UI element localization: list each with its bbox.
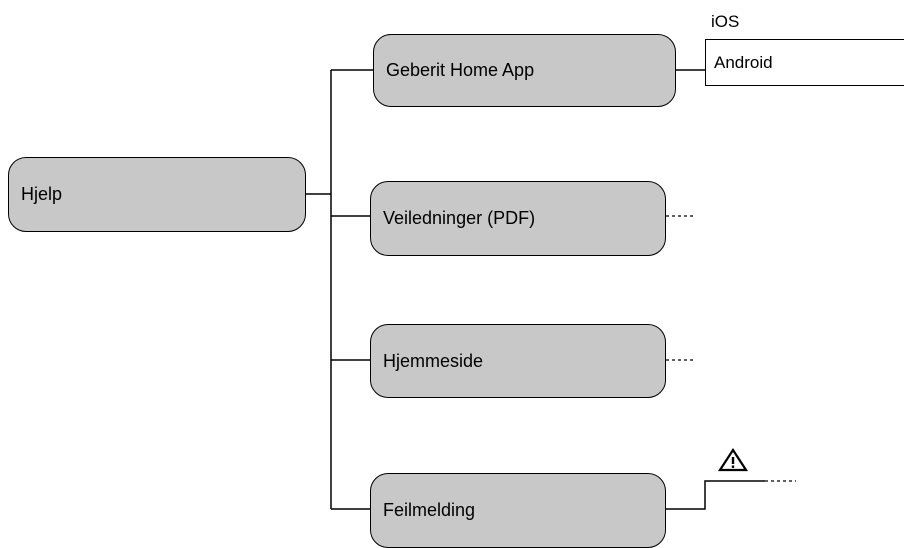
warning-triangle-icon — [718, 448, 748, 472]
option-android-label: Android — [714, 52, 773, 72]
node-geberit-home-app[interactable]: Geberit Home App — [373, 34, 676, 107]
node-veiledninger[interactable]: Veiledninger (PDF) — [370, 181, 666, 256]
node-geberit-home-app-label: Geberit Home App — [386, 60, 535, 80]
node-veiledninger-label: Veiledninger (PDF) — [383, 208, 536, 228]
node-feilmelding-label: Feilmelding — [383, 500, 476, 520]
option-ios[interactable]: iOS — [711, 12, 740, 31]
option-android[interactable]: Android — [705, 39, 904, 86]
node-hjelp-label: Hjelp — [21, 184, 63, 204]
node-feilmelding[interactable]: Feilmelding — [370, 473, 666, 548]
node-hjemmeside[interactable]: Hjemmeside — [370, 324, 666, 398]
node-hjelp[interactable]: Hjelp — [8, 157, 306, 232]
node-hjemmeside-label: Hjemmeside — [383, 350, 484, 371]
